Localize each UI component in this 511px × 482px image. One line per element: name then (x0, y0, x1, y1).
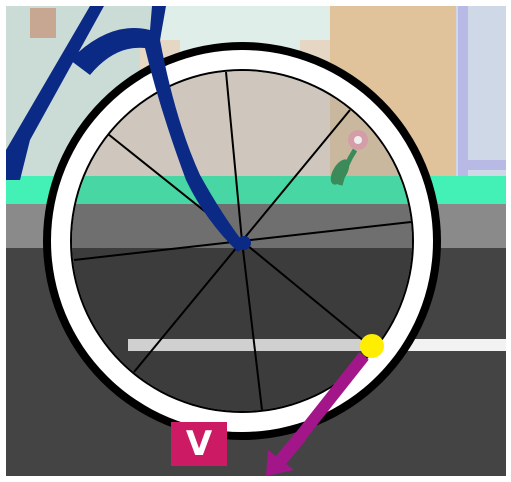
velocity-label: V (171, 422, 227, 466)
window-small (30, 8, 56, 38)
contact-point-icon (360, 334, 384, 358)
window-frame-left (458, 6, 468, 176)
window-frame-bottom (468, 160, 506, 170)
